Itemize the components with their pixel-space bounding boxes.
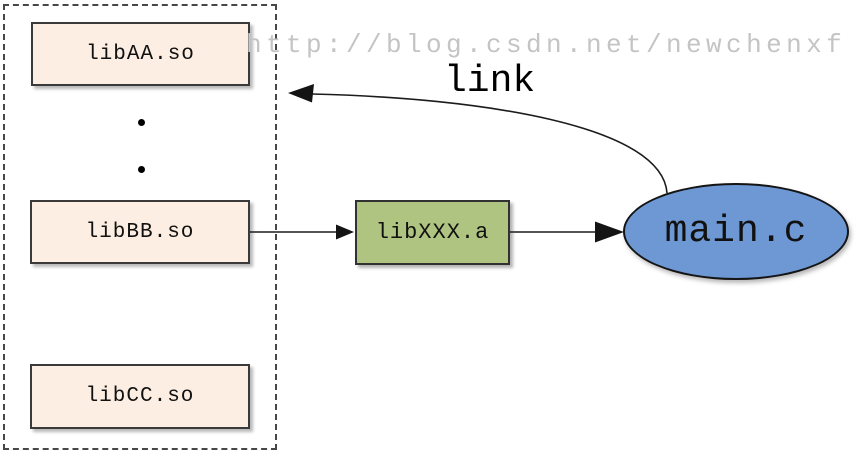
shared-libraries-group bbox=[3, 4, 277, 450]
ellipsis-dot-bottom bbox=[138, 166, 145, 173]
watermark-text: http://blog.csdn.net/newchenxf bbox=[246, 30, 847, 60]
node-libaa: libAA.so bbox=[31, 22, 250, 86]
node-libcc: libCC.so bbox=[30, 364, 250, 429]
node-main-c-label: main.c bbox=[664, 210, 808, 253]
arrow-libxxx-to-main-arrowhead bbox=[595, 221, 624, 243]
node-main-c: main.c bbox=[623, 183, 849, 280]
node-libbb-label: libBB.so bbox=[85, 220, 195, 244]
link-arrow-curve bbox=[311, 93, 668, 194]
node-libbb: libBB.so bbox=[30, 200, 250, 264]
node-libaa-label: libAA.so bbox=[86, 42, 195, 66]
node-libxxx: libXXX.a bbox=[355, 200, 510, 265]
ellipsis-dot-top bbox=[138, 119, 145, 126]
node-libxxx-label: libXXX.a bbox=[375, 220, 490, 245]
link-arrow-arrowhead bbox=[288, 84, 314, 103]
node-libcc-label: libCC.so bbox=[85, 385, 195, 408]
link-arrow-label: link bbox=[444, 60, 536, 103]
arrow-libbb-to-libxxx-arrowhead bbox=[336, 224, 354, 240]
